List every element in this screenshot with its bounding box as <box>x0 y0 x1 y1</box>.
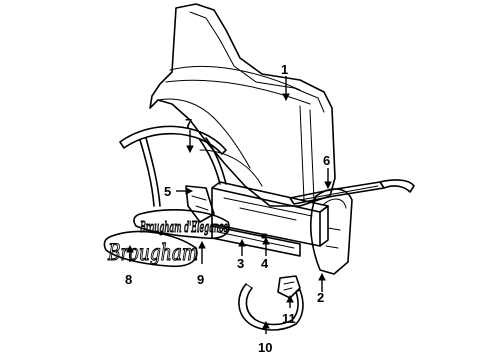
bracket <box>185 185 215 223</box>
callout-3: 3 <box>237 256 244 271</box>
quarter-panel <box>149 3 336 207</box>
callout-11: 11 <box>282 311 296 326</box>
callout-1: 1 <box>281 62 288 77</box>
callout-6: 6 <box>323 153 330 168</box>
callout-5: 5 <box>164 184 171 199</box>
callout-2: 2 <box>317 290 324 305</box>
callout-10: 10 <box>258 340 272 355</box>
callout-labels: 1 2 3 4 5 6 7 8 9 10 11 <box>125 62 330 355</box>
retainer-clip <box>277 275 301 299</box>
emblem-brougham: Brougham <box>103 230 199 268</box>
callout-8: 8 <box>125 272 132 287</box>
callout-7: 7 <box>185 116 192 131</box>
emblem-brougham-delegance: Brougham d'Elegance <box>133 209 230 240</box>
callout-4: 4 <box>261 256 269 271</box>
emblem-large-text: Brougham <box>107 241 198 266</box>
emblem-small-text: Brougham d'Elegance <box>139 218 228 236</box>
lower-panel <box>211 181 329 247</box>
mud-guard <box>310 188 353 275</box>
leader-lines <box>126 76 332 334</box>
wheel-opening-molding <box>119 125 227 207</box>
callout-9: 9 <box>197 272 204 287</box>
lower-panel-molding <box>211 225 301 257</box>
